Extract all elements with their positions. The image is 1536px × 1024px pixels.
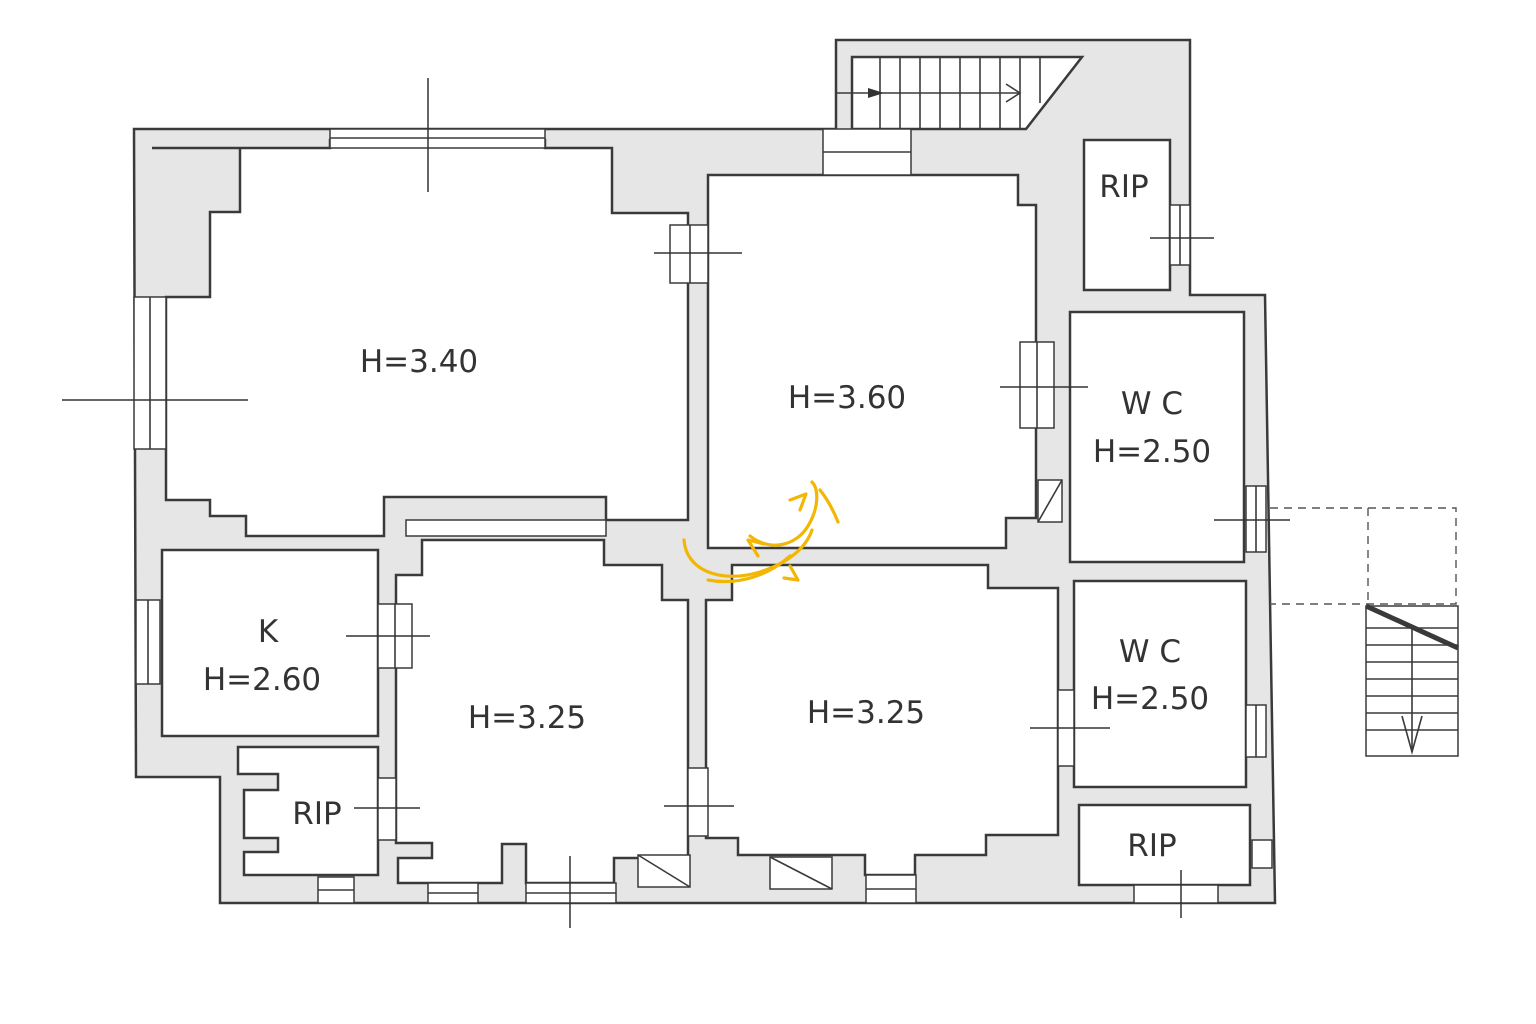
room-a-height: H=3.40: [360, 344, 478, 380]
shafts: [637, 479, 1063, 890]
wc-2: [1072, 579, 1248, 789]
rip-top: [1082, 138, 1172, 292]
rip-left: [236, 745, 380, 877]
top-stairs: [836, 55, 1085, 131]
side-stairs: [1364, 603, 1460, 757]
room-c: [394, 538, 690, 885]
wc-1-height: H=2.50: [1093, 434, 1211, 470]
stair-arrow-icon: [868, 88, 884, 98]
room-b-height: H=3.60: [788, 380, 906, 416]
room-c-height: H=3.25: [468, 700, 586, 736]
room-d-height: H=3.25: [807, 695, 925, 731]
kitchen-height: H=2.60: [203, 662, 321, 698]
wc-1-name: W C: [1121, 386, 1183, 422]
rip-top-label: RIP: [1099, 169, 1148, 205]
rip-left-label: RIP: [292, 796, 341, 832]
kitchen-name: K: [258, 614, 279, 650]
rip-right-label: RIP: [1127, 828, 1176, 864]
scribble-annotation: [682, 480, 840, 584]
wc-2-name: W C: [1119, 634, 1181, 670]
room-d: [704, 563, 1060, 877]
axis-lines: [62, 78, 1290, 928]
exterior-landing: [1270, 507, 1457, 605]
wc-2-height: H=2.50: [1091, 681, 1209, 717]
room-b: [706, 173, 1038, 550]
rip-right: [1077, 803, 1252, 887]
